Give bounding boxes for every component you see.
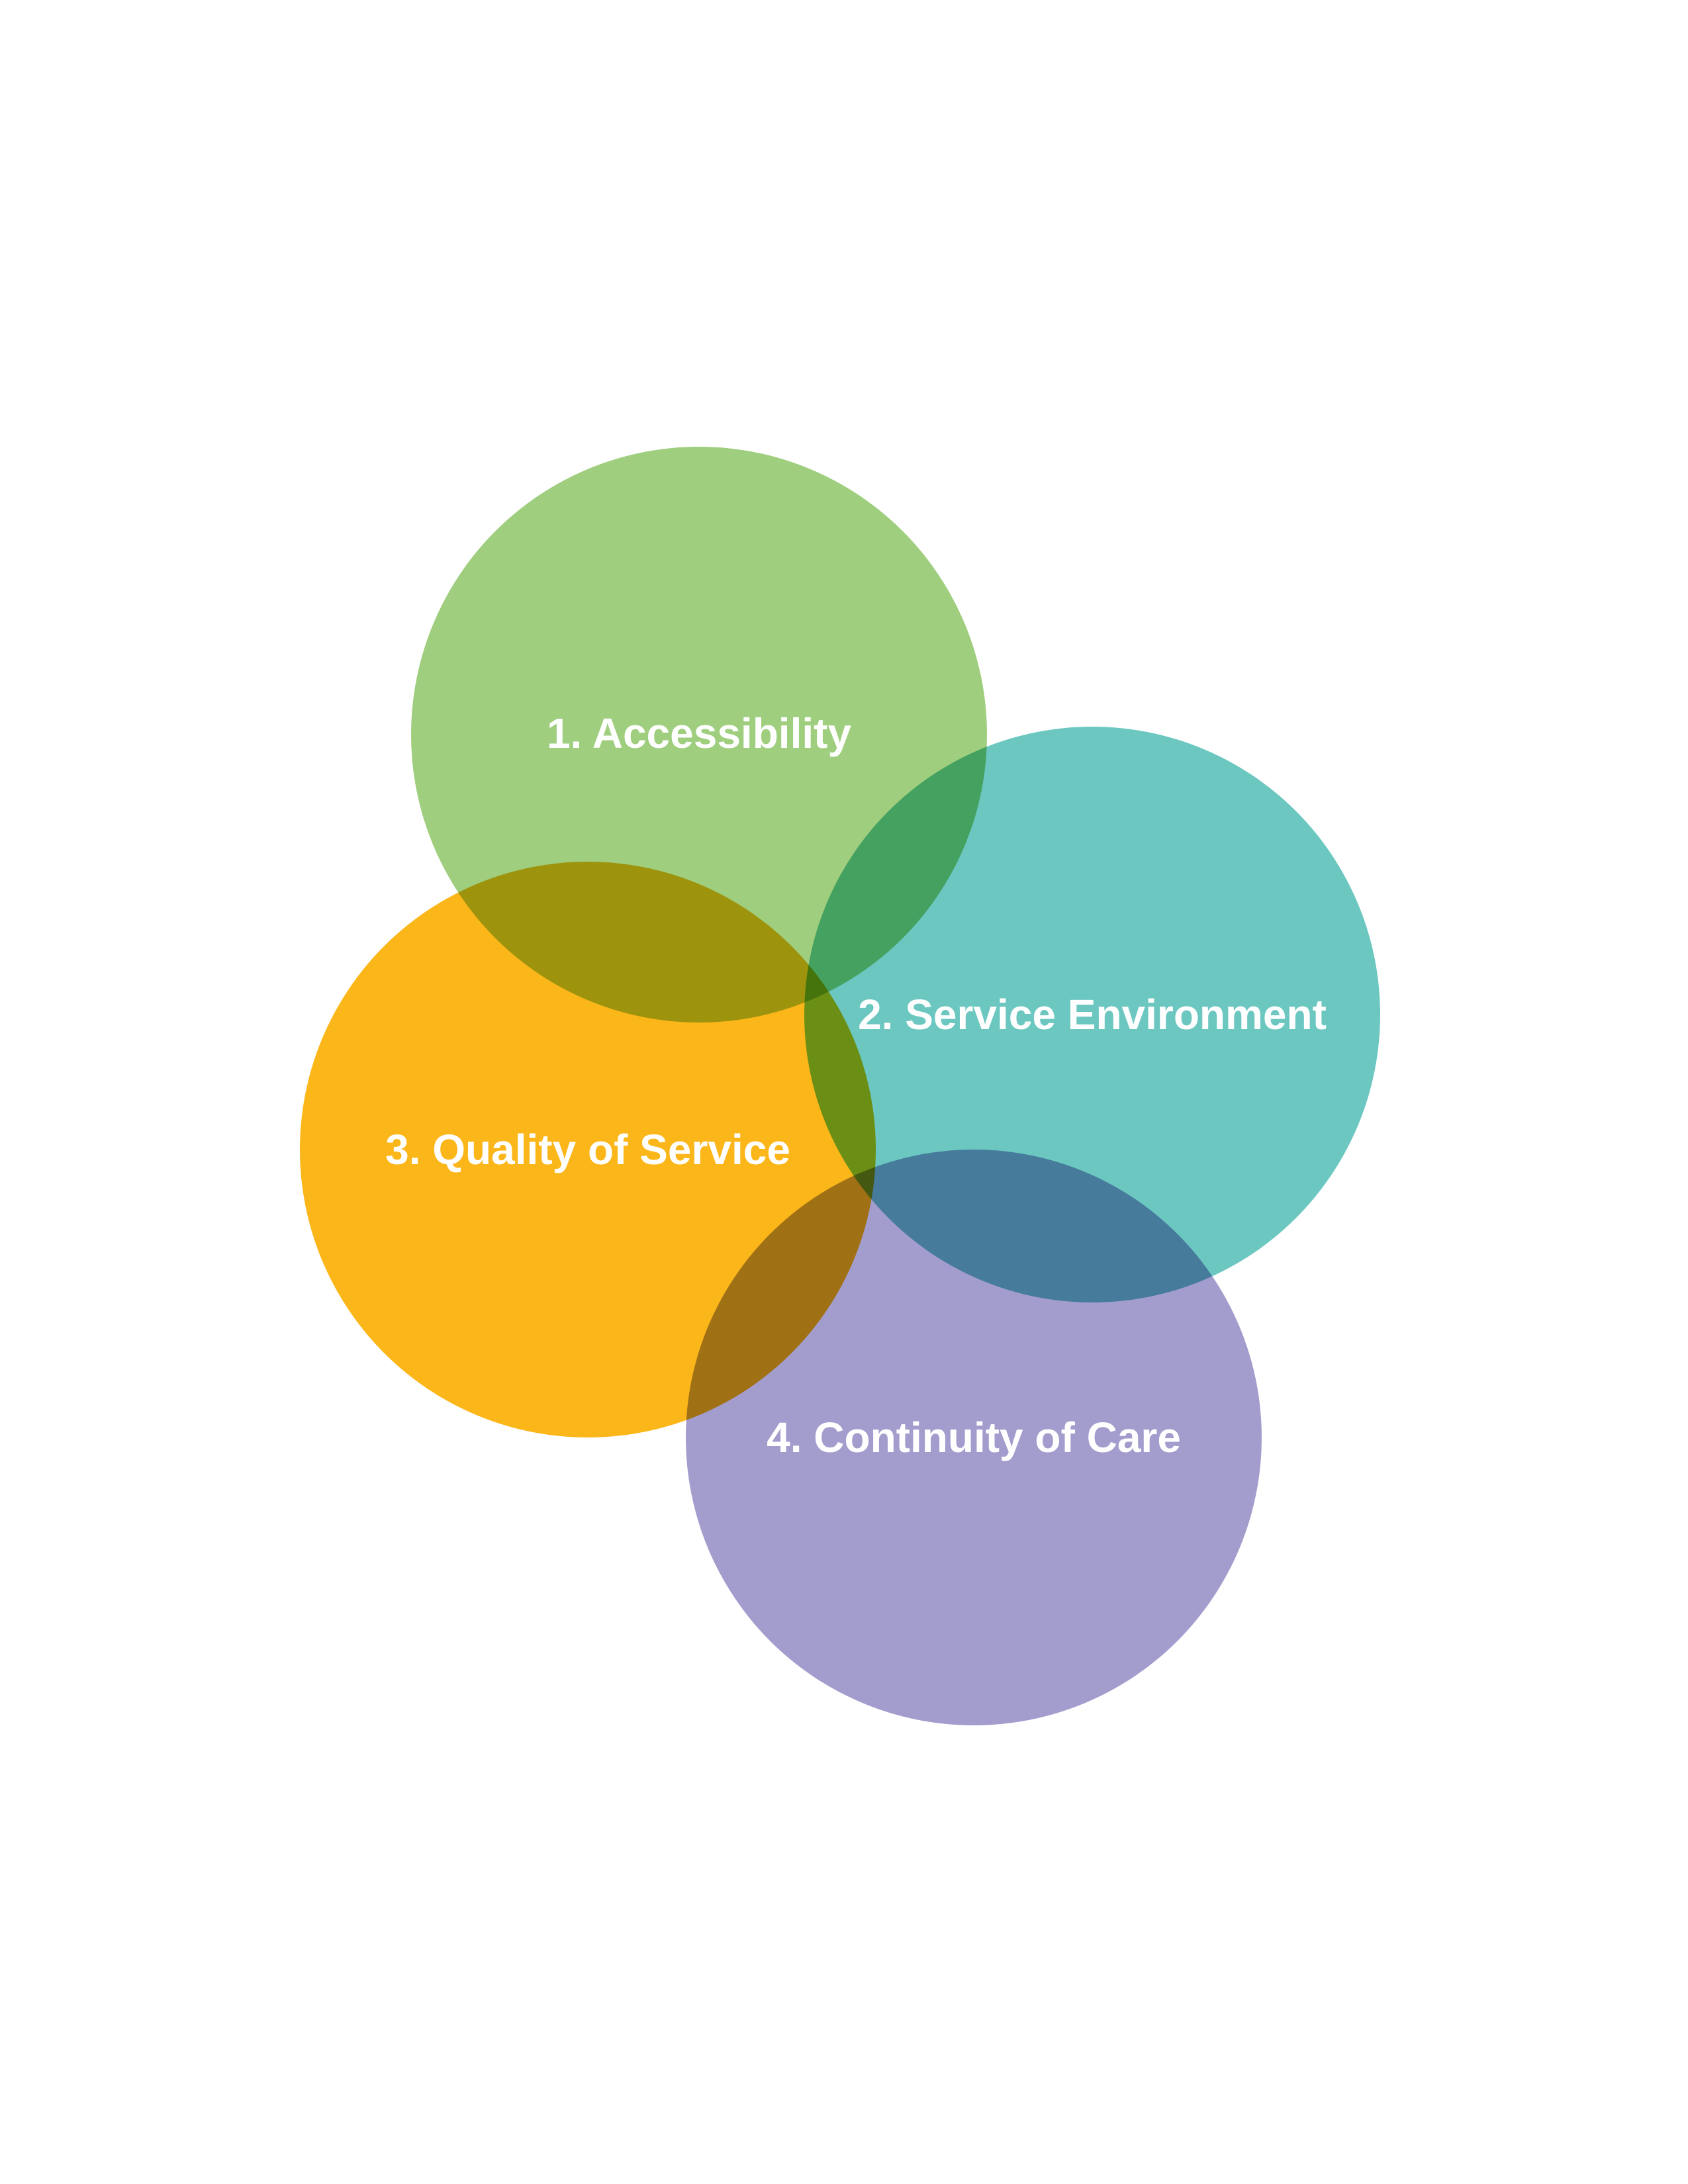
circle-group — [300, 447, 1380, 1725]
label-quality-of-service: 3. Quality of Service — [385, 1126, 790, 1173]
label-continuity-of-care: 4. Continuity of Care — [767, 1414, 1181, 1461]
circle-continuity-of-care — [686, 1150, 1262, 1725]
label-service-environment: 2. Service Environment — [858, 991, 1327, 1038]
label-accessibility: 1. Accessibility — [547, 709, 852, 757]
